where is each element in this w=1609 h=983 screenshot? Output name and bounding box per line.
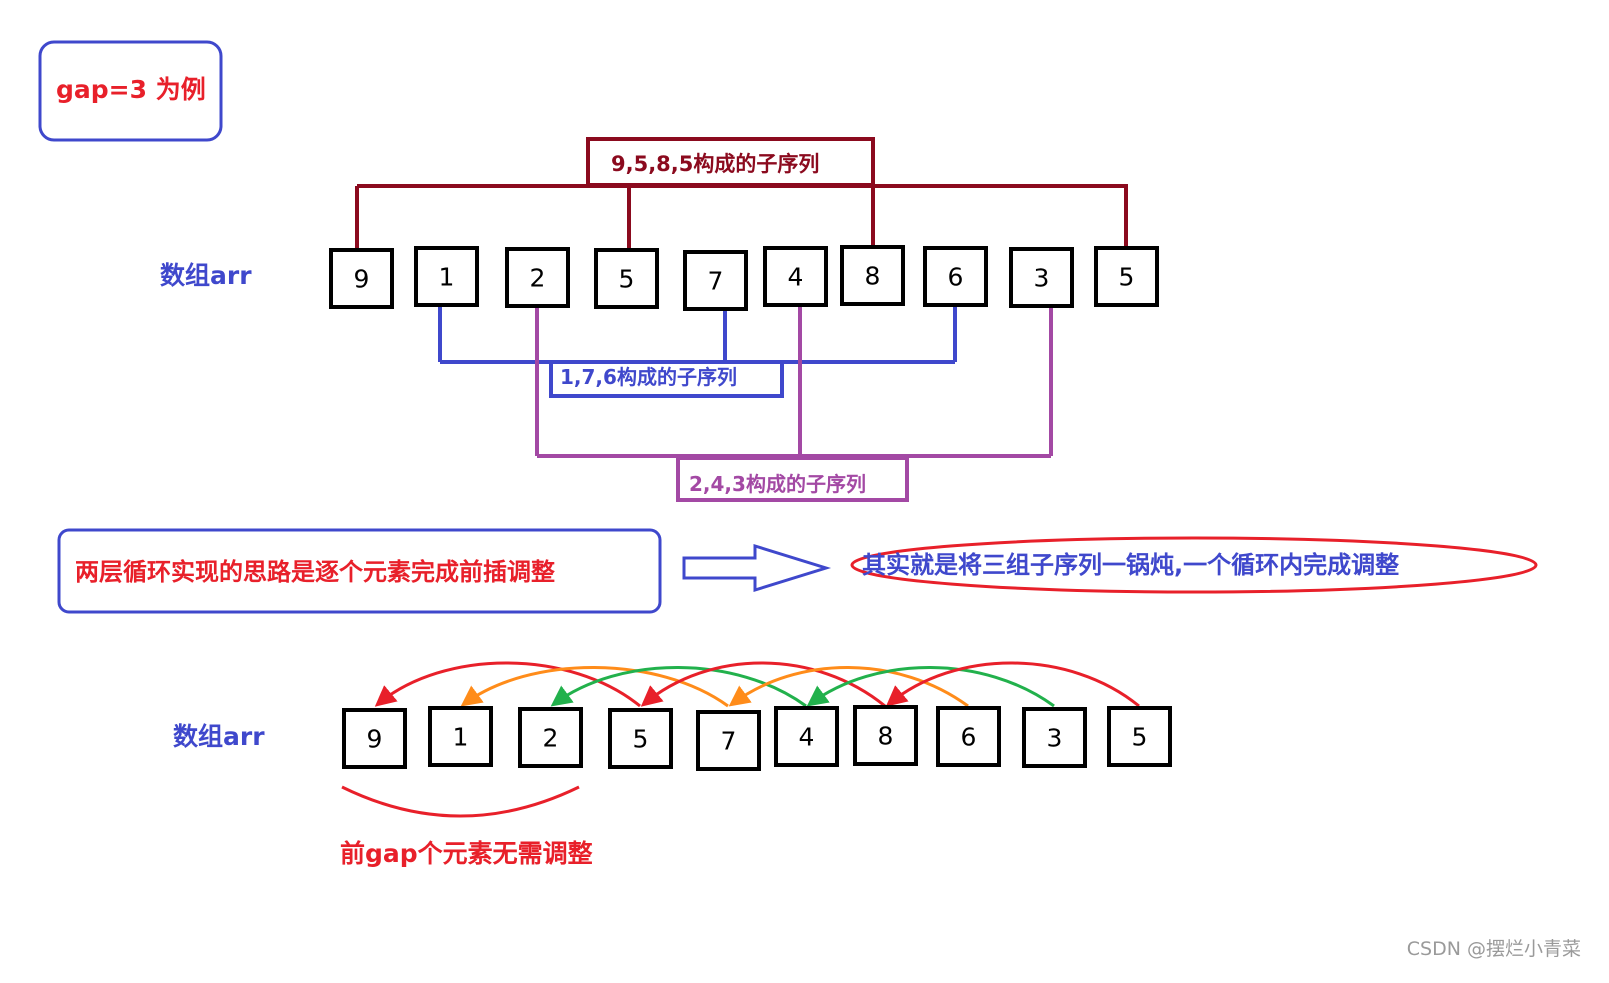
top-cell (840, 245, 905, 306)
bottom-cell (1022, 707, 1087, 768)
group-2-label-box (549, 360, 784, 398)
top-cell (1009, 247, 1074, 308)
left-note-box (57, 528, 662, 614)
top-cell-value: 5 (1119, 263, 1135, 292)
top-cell-value: 3 (1034, 264, 1050, 293)
bottom-cell (1107, 706, 1172, 767)
top-cell-value: 6 (948, 263, 964, 292)
group-2-label: 1,7,6构成的子序列 (560, 365, 737, 389)
array-label-top: 数组arr (160, 261, 252, 290)
insertion-arc (550, 666, 807, 708)
bottom-cell-value: 3 (1047, 724, 1063, 753)
array-label-bottom: 数组arr (173, 722, 265, 751)
bottom-cell-value: 5 (633, 725, 649, 754)
watermark: CSDN @摆烂小青菜 (1406, 938, 1581, 960)
top-cell (683, 250, 748, 311)
insertion-arc (728, 666, 969, 708)
insertion-arcs (374, 661, 1140, 708)
insertion-arc (460, 666, 729, 708)
group-3-label-box (676, 456, 909, 502)
left-note: 两层循环实现的思路是逐个元素完成前插调整 (75, 558, 555, 586)
top-cell (594, 248, 659, 309)
top-cell-value: 9 (354, 265, 370, 294)
group-2-bracket (438, 306, 957, 364)
top-cell (414, 246, 479, 307)
bottom-cell (518, 707, 583, 768)
insertion-arc (374, 661, 641, 708)
bottom-cell-value: 5 (1132, 723, 1148, 752)
top-cell (505, 247, 570, 308)
first-gap-brace (341, 785, 580, 818)
right-note: 其实就是将三组子序列一锅炖,一个循环内完成调整 (862, 551, 1399, 579)
bottom-cell (428, 706, 493, 767)
bottom-note: 前gap个元素无需调整 (340, 839, 593, 868)
group-1-bracket (355, 184, 1128, 250)
bottom-cell-value: 9 (367, 725, 383, 754)
top-cell-value: 4 (788, 263, 804, 292)
insertion-arc (885, 661, 1140, 708)
right-note-oval (850, 536, 1538, 594)
bottom-cell (608, 708, 673, 769)
top-cell-value: 2 (530, 264, 546, 293)
group-1-label: 9,5,8,5构成的子序列 (611, 152, 819, 176)
bottom-cell (774, 706, 839, 767)
bottom-cell (936, 706, 1001, 767)
bottom-cell-value: 6 (961, 723, 977, 752)
top-cell-value: 1 (439, 263, 455, 292)
insertion-arc (806, 666, 1055, 708)
group-1-label-box (586, 137, 875, 187)
bottom-cell (696, 710, 761, 771)
top-cell (923, 246, 988, 307)
gap-label: gap=3 为例 (56, 75, 206, 104)
top-cell (763, 246, 828, 307)
bottom-cell (342, 708, 407, 769)
right-arrow (682, 543, 832, 593)
top-cell-value: 7 (708, 267, 724, 296)
top-cell (1094, 246, 1159, 307)
bottom-cell-value: 4 (799, 723, 815, 752)
top-cell-value: 8 (865, 262, 881, 291)
bottom-cell-value: 7 (721, 727, 737, 756)
top-cell-value: 5 (619, 265, 635, 294)
bottom-cell-value: 2 (543, 724, 559, 753)
bottom-cell-value: 8 (878, 722, 894, 751)
bottom-cell-value: 1 (453, 723, 469, 752)
gap-label-box (38, 40, 223, 142)
bottom-cell (853, 705, 918, 766)
group-3-label: 2,4,3构成的子序列 (689, 472, 866, 496)
top-array: 9 1 2 5 7 4 8 6 3 5 (329, 245, 1159, 311)
insertion-arc (640, 661, 886, 708)
bottom-array: 9 1 2 5 7 4 8 6 3 5 (342, 705, 1172, 771)
top-cell (329, 248, 394, 309)
